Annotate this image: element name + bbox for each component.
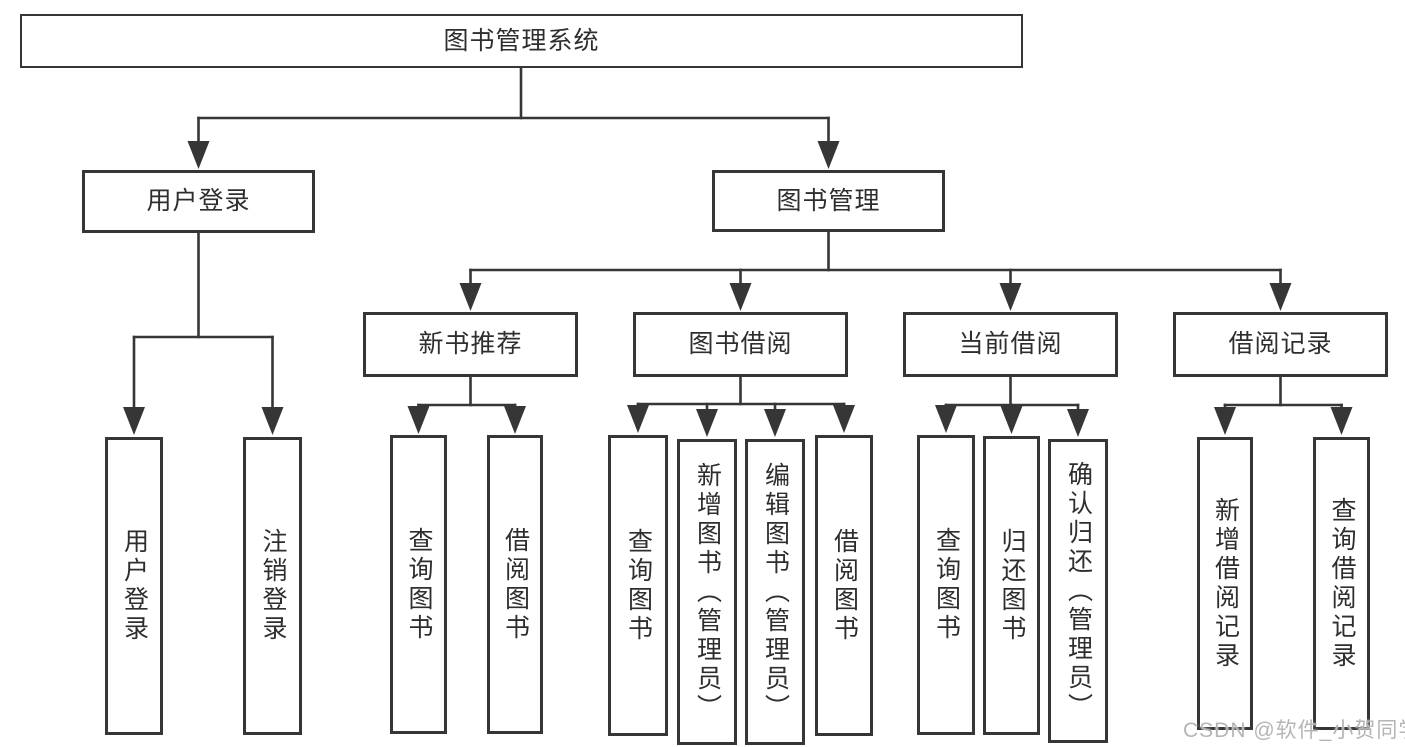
arrowhead-e2 [1330,407,1353,435]
leaf-query-borrow-record: 查询借阅记录 [1313,437,1370,730]
leaf-add-book-admin: 新增图书（管理员） [677,439,737,745]
node-current-borrow: 当前借阅 [903,312,1118,377]
arrowhead-current-borrow [999,283,1022,311]
arrowhead-c2 [696,409,718,437]
leaf-user-login: 用户登录 [105,437,163,735]
arrowhead-leaf-logout [261,407,284,435]
node-borrow-records: 借阅记录 [1173,312,1388,377]
leaf-edit-book-admin: 编辑图书（管理员） [745,439,805,745]
arrowhead-e1 [1214,407,1236,435]
node-user-login: 用户登录 [82,170,315,233]
watermark: CSDN @软件_小贺同学 [1183,719,1405,742]
arrowhead-borrow-records [1269,283,1292,311]
node-book-management: 图书管理 [712,170,945,232]
arrowhead-d2 [1000,406,1023,434]
arrowhead-b2 [504,406,526,434]
arrowhead-d3 [1067,409,1089,437]
arrowhead-book-borrow [729,283,752,311]
arrowhead-c1 [627,405,649,433]
arrowhead-d1 [935,405,957,433]
arrowhead-b1 [407,406,430,434]
leaf-logout: 注销登录 [243,437,302,735]
node-library-system: 图书管理系统 [20,14,1023,68]
leaf-confirm-return-admin: 确认归还（管理员） [1048,439,1108,743]
arrowhead-c3 [764,409,786,437]
arrowhead-leaf-user-login [123,407,145,435]
leaf-query-books-current: 查询图书 [917,435,975,735]
leaf-return-book: 归还图书 [983,436,1040,735]
leaf-query-books-borrow: 查询图书 [608,435,668,736]
arrowhead-new-book [459,283,482,311]
node-book-borrow: 图书借阅 [633,312,848,377]
node-new-book-recommend: 新书推荐 [363,312,578,377]
arrowhead-c4 [833,405,855,433]
leaf-add-borrow-record: 新增借阅记录 [1197,437,1253,730]
leaf-query-books-recommend: 查询图书 [390,435,447,734]
leaf-borrow-books-recommend: 借阅图书 [487,435,543,734]
arrowhead-book-management [817,141,840,169]
leaf-borrow-books: 借阅图书 [815,435,873,736]
arrowhead-user-login [187,141,210,169]
